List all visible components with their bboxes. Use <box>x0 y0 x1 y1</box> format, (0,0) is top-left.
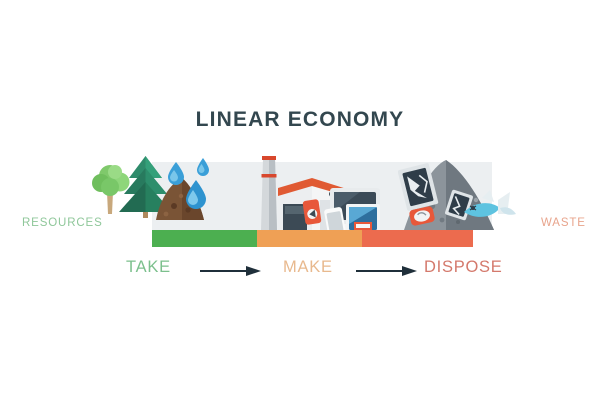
take-scene-illustration <box>92 156 209 220</box>
tool-tag-icon <box>302 199 322 225</box>
step-label-make: MAKE <box>283 258 333 276</box>
deciduous-tree-icon <box>92 165 130 214</box>
bar-segment-take <box>152 230 257 247</box>
broken-screen-icon <box>398 163 439 211</box>
smokestack-icon <box>261 156 277 230</box>
step-label-dispose: DISPOSE <box>424 258 503 276</box>
make-scene-illustration <box>261 156 380 236</box>
bar-segment-dispose <box>362 230 473 247</box>
smartphone-icon <box>324 207 346 236</box>
page-title: LINEAR ECONOMY <box>195 108 405 131</box>
dispose-scene-illustration <box>398 160 516 230</box>
arrow-right-icon-2 <box>356 266 417 276</box>
water-drops-icon <box>168 158 209 209</box>
bar-segment-make <box>257 230 362 247</box>
dead-fish-icon <box>464 190 516 217</box>
resources-label: RESOURCES <box>22 217 103 229</box>
discarded-object-icon <box>409 206 435 226</box>
waste-label: WASTE <box>541 217 586 229</box>
step-label-take: TAKE <box>126 258 171 276</box>
tablet-icon <box>346 204 380 234</box>
arrow-right-icon-1 <box>200 266 261 276</box>
